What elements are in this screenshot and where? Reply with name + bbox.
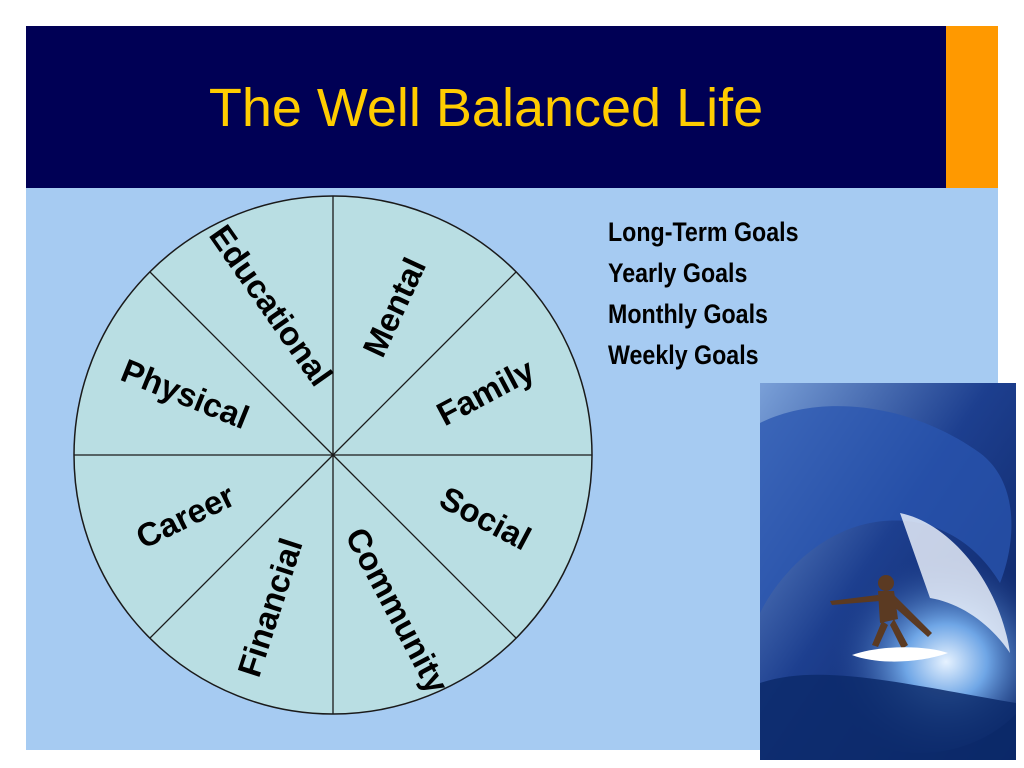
goals-list: Long-Term Goals Yearly Goals Monthly Goa… — [608, 212, 799, 376]
title-bar: The Well Balanced Life — [26, 26, 946, 188]
surfer-figure — [830, 575, 932, 649]
wheel-spoke — [149, 271, 334, 456]
surfboard — [852, 647, 948, 662]
surfer-photo — [760, 383, 1016, 760]
wave-crest — [760, 406, 1012, 613]
goal-item: Long-Term Goals — [608, 217, 799, 247]
accent-bar — [946, 26, 998, 188]
goal-item: Yearly Goals — [608, 258, 748, 288]
wave-foam — [900, 513, 1010, 653]
slide-title: The Well Balanced Life — [208, 78, 764, 138]
goal-item: Monthly Goals — [608, 299, 768, 329]
goal-item: Weekly Goals — [608, 340, 759, 370]
wheel-spoke — [332, 271, 517, 456]
wheel-spoke — [149, 454, 334, 639]
wave-base — [760, 674, 1016, 760]
wheel-spokes — [74, 196, 592, 714]
wheel-spoke — [332, 454, 517, 639]
